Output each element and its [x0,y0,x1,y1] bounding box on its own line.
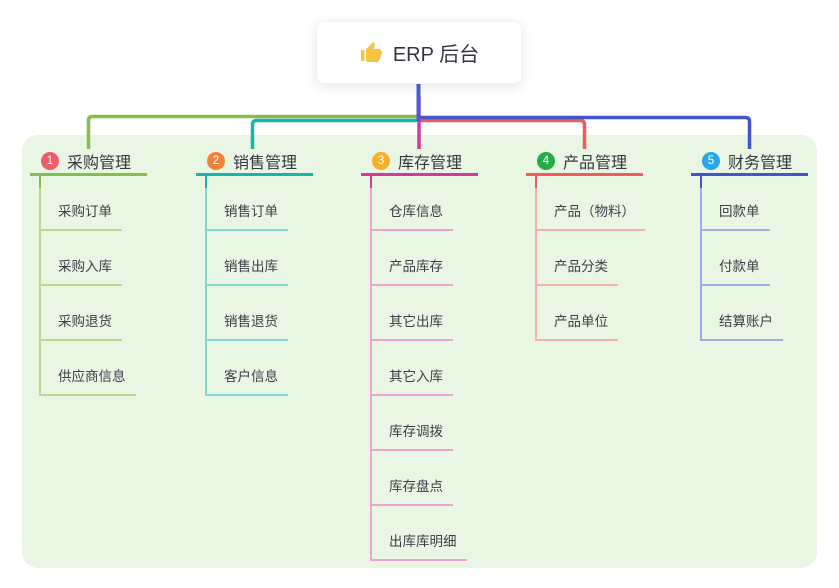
child-node[interactable]: 客户信息 [205,367,288,396]
child-node[interactable]: 结算账户 [700,312,783,341]
branch-child-connector [535,176,537,341]
child-node[interactable]: 采购入库 [39,257,122,286]
child-node[interactable]: 产品单位 [535,312,618,341]
child-node[interactable]: 其它出库 [370,312,453,341]
root-title: ERP 后台 [392,44,480,66]
root-node[interactable]: ERP 后台 [316,21,522,84]
branch-number-badge: 3 [372,151,390,170]
branch-node-procurement[interactable]: 1 采购管理 [30,148,147,176]
branch-label: 采购管理 [67,154,132,172]
branch-number-badge: 1 [41,151,59,170]
branch-node-finance[interactable]: 5 财务管理 [691,148,808,176]
child-node[interactable]: 销售出库 [205,257,288,286]
child-node[interactable]: 采购退货 [39,312,122,341]
thumbs-up-icon [359,41,383,65]
child-node[interactable]: 仓库信息 [370,202,453,231]
branch-child-connector [205,176,207,396]
branch-number-badge: 5 [702,151,720,170]
child-node[interactable]: 产品分类 [535,257,618,286]
branch-child-connector [39,176,41,396]
branch-label: 产品管理 [563,154,628,172]
branch-node-sales[interactable]: 2 销售管理 [196,148,313,176]
child-node[interactable]: 库存调拨 [370,422,453,451]
child-node[interactable]: 出库库明细 [370,532,467,561]
child-node[interactable]: 销售退货 [205,312,288,341]
child-node[interactable]: 付款单 [700,257,770,286]
branch-label: 库存管理 [398,154,463,172]
child-node[interactable]: 供应商信息 [39,367,136,396]
child-node[interactable]: 销售订单 [205,202,288,231]
child-node[interactable]: 库存盘点 [370,477,453,506]
child-node[interactable]: 回款单 [700,202,770,231]
branch-child-connector [370,176,372,561]
branch-label: 销售管理 [233,154,298,172]
branch-label: 财务管理 [728,154,793,172]
child-node[interactable]: 产品库存 [370,257,453,286]
child-node[interactable]: 采购订单 [39,202,122,231]
child-node[interactable]: 产品（物料） [535,202,645,231]
child-node[interactable]: 其它入库 [370,367,453,396]
branch-node-product[interactable]: 4 产品管理 [526,148,643,176]
branch-child-connector [700,176,702,341]
branch-number-badge: 4 [537,151,555,170]
branches-panel-background [22,135,817,568]
branch-number-badge: 2 [207,151,225,170]
branch-node-inventory[interactable]: 3 库存管理 [361,148,478,176]
